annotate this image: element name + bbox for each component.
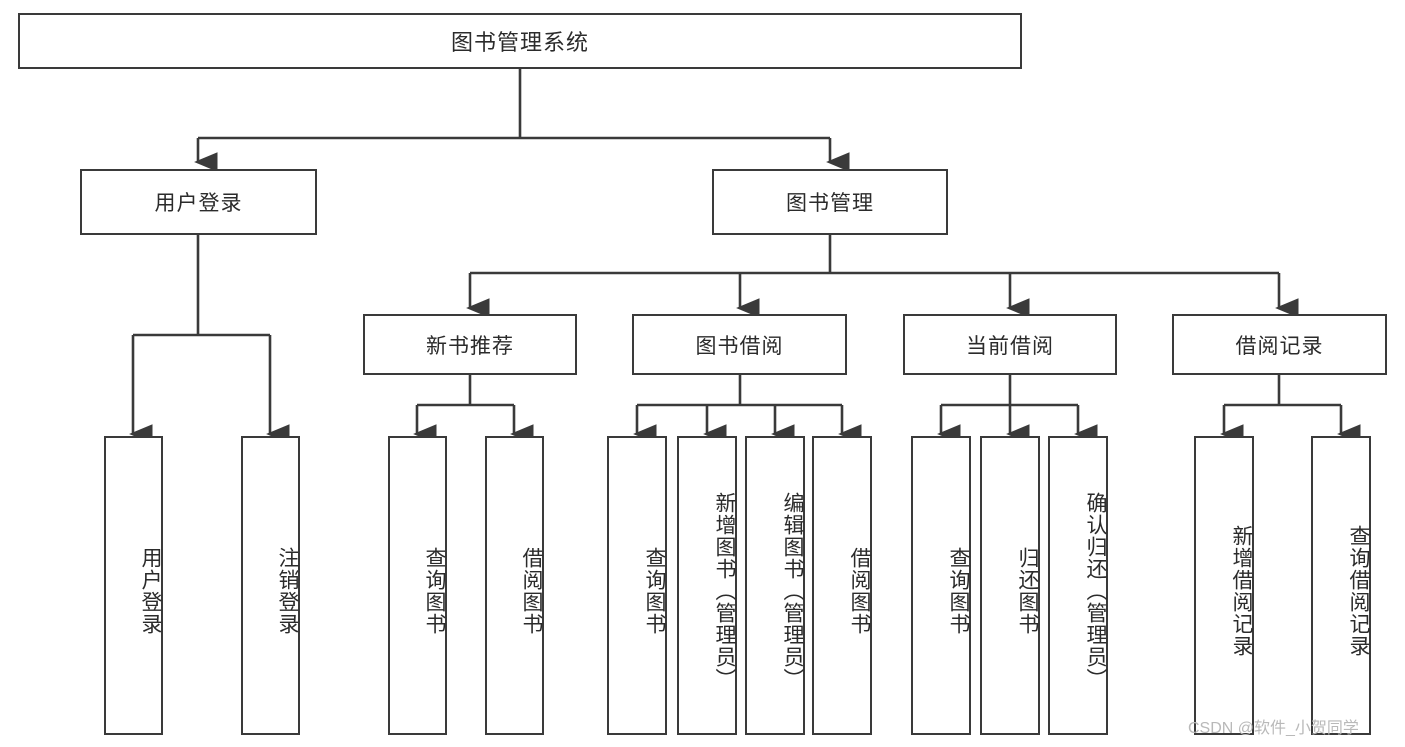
node-label: 新增借阅记录 [1230,524,1253,657]
node-label: 查询借阅记录 [1347,524,1370,657]
leaf-query-borrow-record[interactable]: 查询借阅记录 [1311,436,1371,735]
watermark-text: CSDN @软件_小贺同学 [1188,720,1359,737]
leaf-logout-login[interactable]: 注销登录 [241,436,300,735]
node-label: 归还图书 [1016,546,1039,635]
node-label: 查询图书 [947,546,970,635]
node-root-system[interactable]: 图书管理系统 [18,13,1022,69]
leaf-query-book-current[interactable]: 查询图书 [911,436,971,735]
node-user-login[interactable]: 用户登录 [80,169,317,235]
leaf-edit-book-admin[interactable]: 编辑图书（管理员） [745,436,805,735]
node-label: 图书管理系统 [450,30,589,55]
node-label: 当前借阅 [966,334,1054,358]
node-book-manage[interactable]: 图书管理 [712,169,948,235]
node-new-book-recommend[interactable]: 新书推荐 [363,314,577,375]
leaf-query-book-borrow[interactable]: 查询图书 [607,436,667,735]
node-book-borrow[interactable]: 图书借阅 [632,314,847,375]
node-label: 用户登录 [139,546,162,635]
leaf-borrow-book-recommend[interactable]: 借阅图书 [485,436,544,735]
node-label: 借阅图书 [520,546,543,635]
node-label: 图书管理 [786,192,874,215]
node-borrow-record[interactable]: 借阅记录 [1172,314,1387,375]
node-label: 借阅图书 [848,546,871,635]
node-label: 查询图书 [423,546,446,635]
node-label: 图书借阅 [695,334,784,358]
node-label: 新增图书（管理员） [713,491,736,690]
leaf-add-borrow-record[interactable]: 新增借阅记录 [1194,436,1254,735]
node-label: 借阅记录 [1235,334,1324,358]
leaf-user-login[interactable]: 用户登录 [104,436,163,735]
node-label: 注销登录 [276,546,299,635]
node-label: 查询图书 [643,546,666,635]
node-label: 编辑图书（管理员） [781,491,804,690]
leaf-query-book-recommend[interactable]: 查询图书 [388,436,447,735]
leaf-borrow-book-borrow[interactable]: 借阅图书 [812,436,872,735]
node-current-borrow[interactable]: 当前借阅 [903,314,1117,375]
node-label: 用户登录 [154,192,243,215]
leaf-return-book[interactable]: 归还图书 [980,436,1040,735]
leaf-add-book-admin[interactable]: 新增图书（管理员） [677,436,737,735]
node-label: 新书推荐 [426,334,514,358]
leaf-confirm-return-admin[interactable]: 确认归还（管理员） [1048,436,1108,735]
node-label: 确认归还（管理员） [1084,491,1107,690]
